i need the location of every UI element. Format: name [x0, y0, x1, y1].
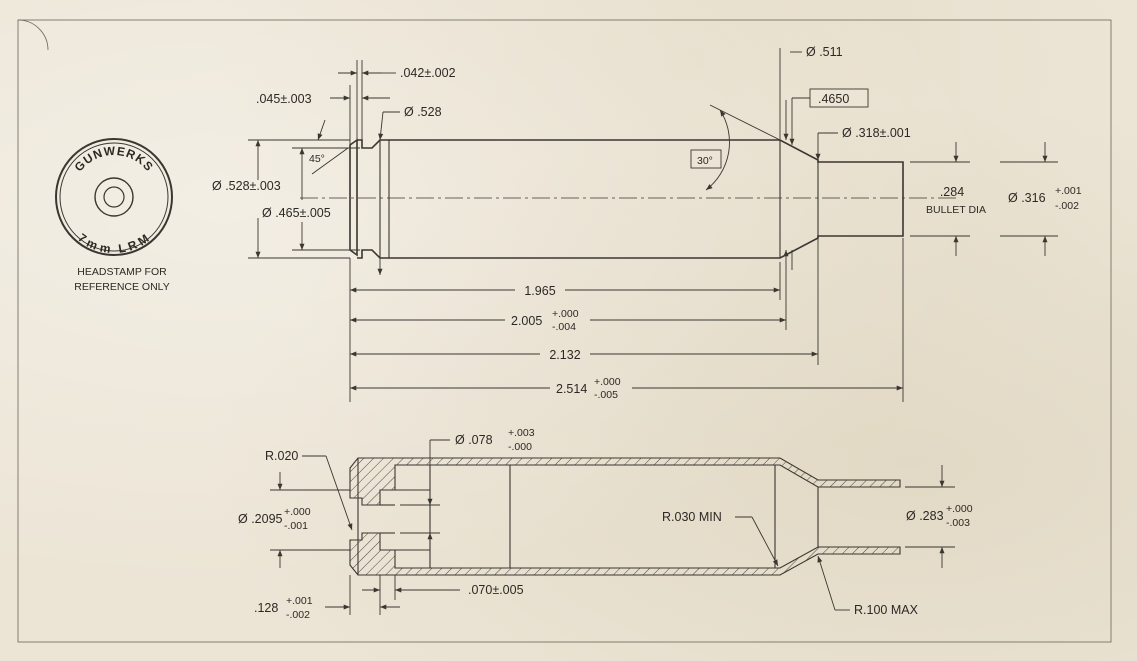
dim-inner-neck-minus: -.003 — [946, 517, 970, 529]
dim-web-thickness: .070±.005 — [468, 583, 524, 597]
case-profile — [349, 138, 904, 259]
dim-pocket-depth-minus: -.002 — [286, 609, 310, 621]
dim-length-2: 2.005 — [511, 314, 542, 328]
dim-pocket-depth: .128 — [254, 601, 278, 615]
headstamp-note-1: HEADSTAMP FOR — [77, 266, 167, 278]
dim-mouth-dia: Ø .316 — [1008, 191, 1046, 205]
dim-bevel-angle: 45° — [309, 153, 325, 165]
sheet-border — [17, 19, 1112, 643]
dim-length-2-minus: -.004 — [552, 321, 576, 333]
dim-rim-diameter: Ø .528 — [404, 105, 442, 119]
dim-primer-pocket-plus: +.000 — [284, 506, 311, 518]
dim-mouth-dia-minus: -.002 — [1055, 200, 1079, 212]
dim-length-4: 2.514 — [556, 382, 587, 396]
dim-flash-hole: Ø .078 — [455, 433, 493, 447]
dim-inner-neck: Ø .283 — [906, 509, 944, 523]
headstamp-note-2: REFERENCE ONLY — [74, 281, 170, 293]
dim-shoulder-angle: 30° — [697, 155, 713, 167]
dim-shoulder-dia: Ø .511 — [806, 45, 843, 59]
dim-shoulder-datum: .4650 — [818, 92, 849, 106]
headstamp-caliber: 7mm LRM — [75, 231, 151, 257]
dim-inner-neck-plus: +.000 — [946, 503, 973, 515]
dim-primer-pocket-minus: -.001 — [284, 520, 308, 532]
dim-rim-offset: .045±.003 — [256, 92, 312, 106]
headstamp-icon: GUNWERKS 7mm LRM — [55, 138, 173, 257]
dim-neck-dia: Ø .318±.001 — [842, 126, 911, 140]
dim-length-2-plus: +.000 — [552, 308, 579, 320]
dim-length-4-minus: -.005 — [594, 389, 618, 401]
svg-text:7mm LRM: 7mm LRM — [75, 231, 152, 257]
case-section — [349, 457, 901, 576]
dim-pocket-depth-plus: +.001 — [286, 595, 313, 607]
dim-radius-primer: R.020 — [265, 449, 298, 463]
dim-flash-hole-plus: +.003 — [508, 427, 535, 439]
dim-mouth-dia-plus: +.001 — [1055, 185, 1082, 197]
dim-extractor-groove: Ø .465±.005 — [262, 206, 331, 220]
dim-length-4-plus: +.000 — [594, 376, 621, 388]
dim-radius-shoulder-min: R.030 MIN — [662, 510, 722, 524]
dim-primer-pocket: Ø .2095 — [238, 512, 283, 526]
dim-length-3: 2.132 — [549, 348, 580, 362]
dim-radius-shoulder-max: R.100 MAX — [854, 603, 919, 617]
dim-bullet-dia-label: BULLET DIA — [926, 204, 986, 216]
dim-length-1: 1.965 — [524, 284, 555, 298]
dim-rim-width: .042±.002 — [400, 66, 456, 80]
dim-bullet-dia-value: .284 — [940, 185, 964, 199]
dim-flash-hole-minus: -.000 — [508, 441, 532, 453]
dim-rim-dia-left: Ø .528±.003 — [212, 179, 281, 193]
